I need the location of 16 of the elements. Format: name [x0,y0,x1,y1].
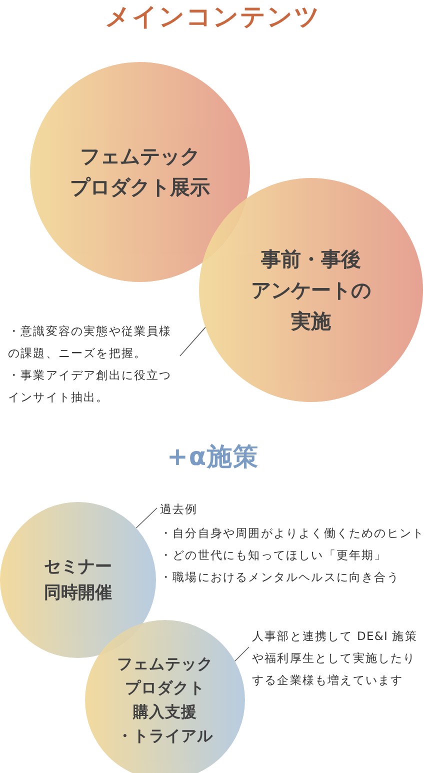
leader-line [234,646,250,662]
leader-line [180,326,206,356]
leader-line [136,508,158,528]
note-text: ・職場におけるメンタルヘルスに向き合う [160,569,400,586]
note-heading: 過去例 [160,501,199,518]
topic-title: フェムテックプロダクト展示 [70,143,210,201]
note-text: ・自分自身や周囲がよりよく働くためのヒント [160,525,426,542]
note-text: ・事業アイデア創出に役立つインサイト抽出。 [8,367,173,406]
topic-title: 事前・事後アンケートの実施 [251,246,371,334]
topic-title: フェムテックプロダクト購入支援・トライアル [117,654,213,748]
section-heading: メインコンテンツ [104,1,322,33]
note-text: ・どの世代にも知ってほしい「更年期」 [160,547,388,564]
topic-title: セミナー同時開催 [44,556,112,605]
note-text: 人事部と連携して DE&I 施策や福利厚生として実施したりする企業様も増えています [252,628,418,689]
section-heading: +α施策 [166,441,260,473]
note-text: ・意識変容の実態や従業員様の課題、ニーズを把握。 [8,323,173,362]
